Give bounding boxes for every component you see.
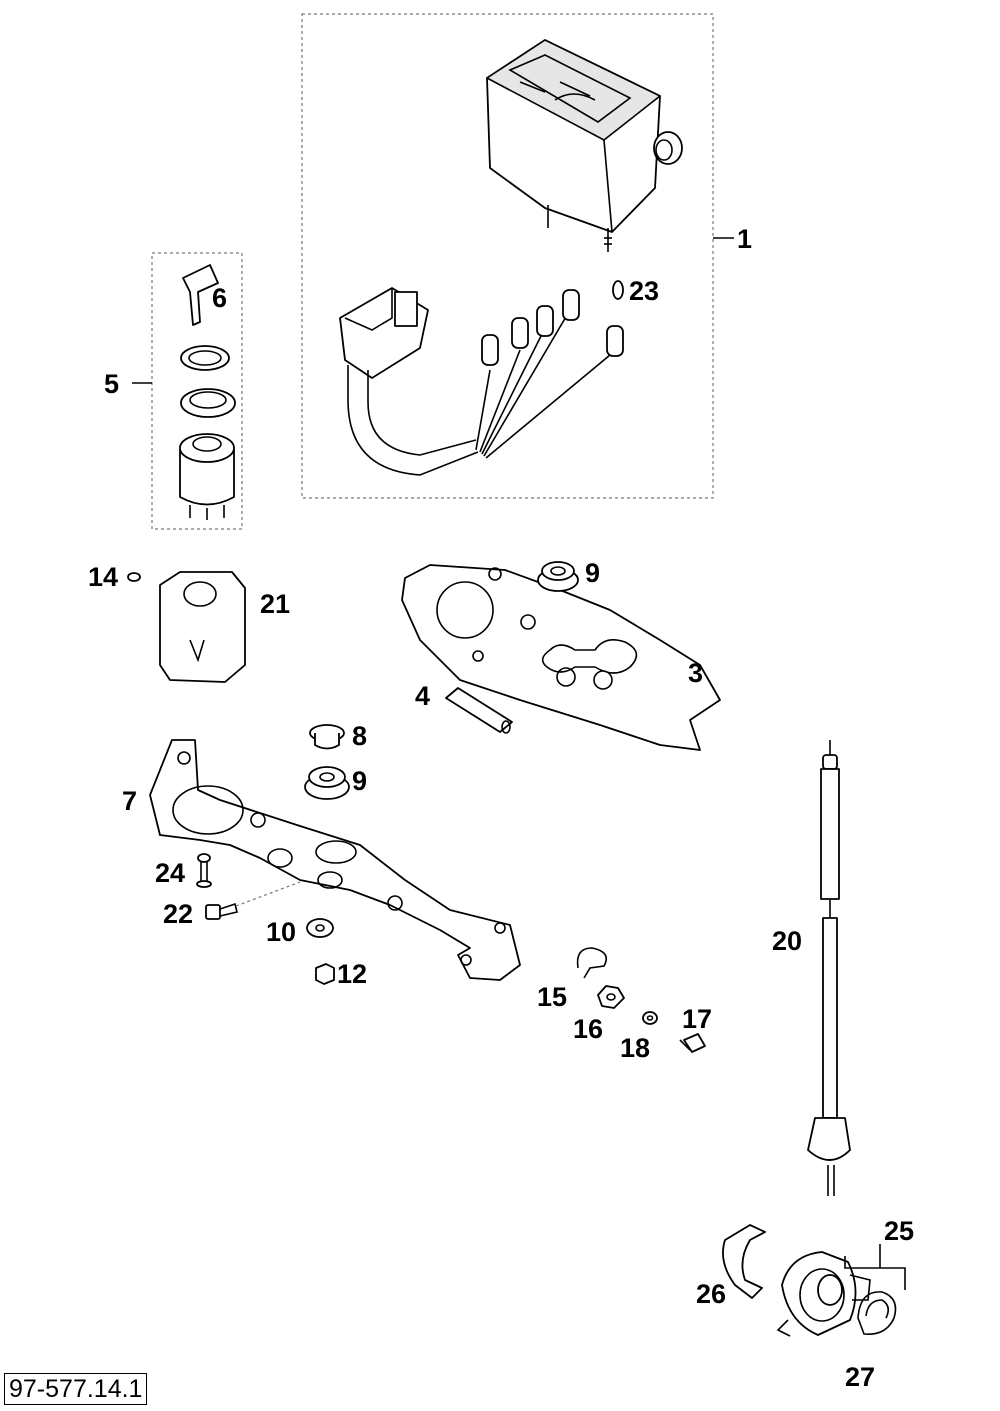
part-27-circlip: [857, 1291, 897, 1335]
label-part-12: 12: [337, 959, 367, 989]
part-12-nut: [315, 963, 335, 985]
label-part-7: 7: [122, 786, 137, 816]
part-25-drive-unit: [776, 1244, 906, 1337]
label-part-27: 27: [845, 1362, 875, 1392]
part-8-spacer: [309, 724, 345, 750]
label-part-23: 23: [629, 276, 659, 306]
label-part-21: 21: [260, 589, 290, 619]
label-part-9-top: 9: [585, 558, 600, 588]
label-part-5: 5: [104, 369, 119, 399]
label-part-10: 10: [266, 917, 296, 947]
label-part-18: 18: [620, 1033, 650, 1063]
part-9-grommet-lower: [304, 766, 350, 800]
part-1-speedometer-assembly: [301, 13, 734, 499]
part-5-ignition-lock-set: [132, 252, 243, 530]
part-22-bolt: [205, 881, 301, 920]
part-24-screw: [196, 853, 212, 888]
label-part-14: 14: [88, 562, 118, 592]
label-part-16: 16: [573, 1014, 603, 1044]
part-21-lock-cover: [127, 571, 246, 683]
part-20-speedo-cable: [807, 740, 851, 1196]
label-part-20: 20: [772, 926, 802, 956]
label-part-3: 3: [688, 658, 703, 688]
label-part-8: 8: [352, 721, 367, 751]
label-part-24: 24: [155, 858, 185, 888]
label-part-6: 6: [212, 283, 227, 313]
part-10-washer: [306, 918, 334, 938]
part-7-bracket: [149, 739, 521, 981]
part-15-clip: [576, 947, 608, 979]
part-26-clamp: [722, 1224, 766, 1299]
label-part-4: 4: [415, 681, 430, 711]
label-part-15: 15: [537, 982, 567, 1012]
label-part-26: 26: [696, 1279, 726, 1309]
label-part-17: 17: [682, 1004, 712, 1034]
part-18-washer: [642, 1011, 658, 1025]
part-9-grommet-top: [537, 561, 579, 592]
label-part-1: 1: [737, 224, 752, 254]
part-3-mounting-plate: [401, 564, 721, 751]
part-4-hose: [445, 687, 513, 734]
label-part-25: 25: [884, 1216, 914, 1246]
part-17-screw: [679, 1033, 706, 1053]
label-part-9-lower: 9: [352, 766, 367, 796]
part-16-spacer: [597, 985, 625, 1009]
diagram-reference-code: 97-577.14.1: [4, 1373, 148, 1405]
label-part-22: 22: [163, 899, 193, 929]
